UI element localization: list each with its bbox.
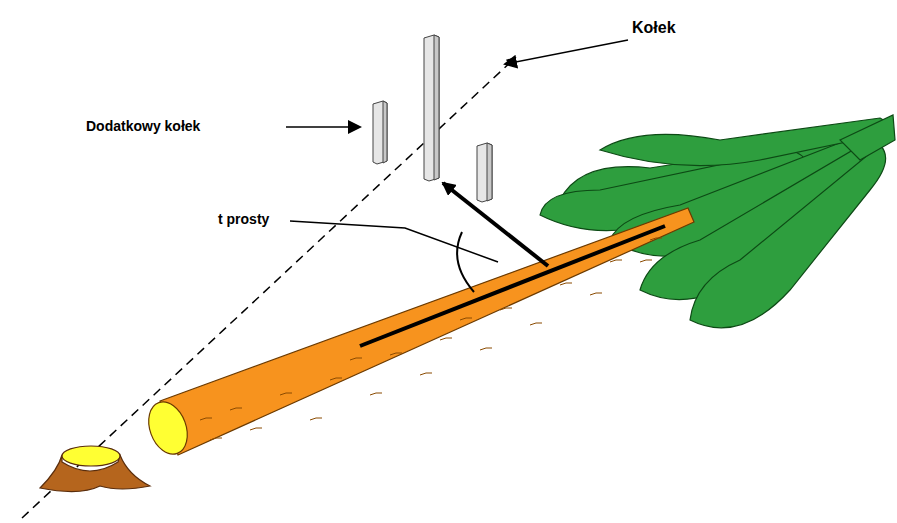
stake-label: Kołek: [632, 19, 676, 37]
leader-line: [505, 40, 628, 64]
tree-crown: [540, 115, 895, 328]
angle-label: t prosty: [218, 212, 269, 227]
trunk-axis: [360, 226, 665, 346]
leader-line: [290, 221, 498, 262]
angle-arc: [457, 232, 474, 292]
felling-direction: [22, 58, 515, 518]
leader-line: [286, 126, 360, 128]
perpendicular-arrow: [443, 183, 548, 266]
stakes: [373, 35, 492, 202]
felled-trunk: [142, 208, 694, 460]
stump: [40, 446, 150, 492]
extra-stake-label: Dodatkowy kołek: [86, 119, 200, 134]
